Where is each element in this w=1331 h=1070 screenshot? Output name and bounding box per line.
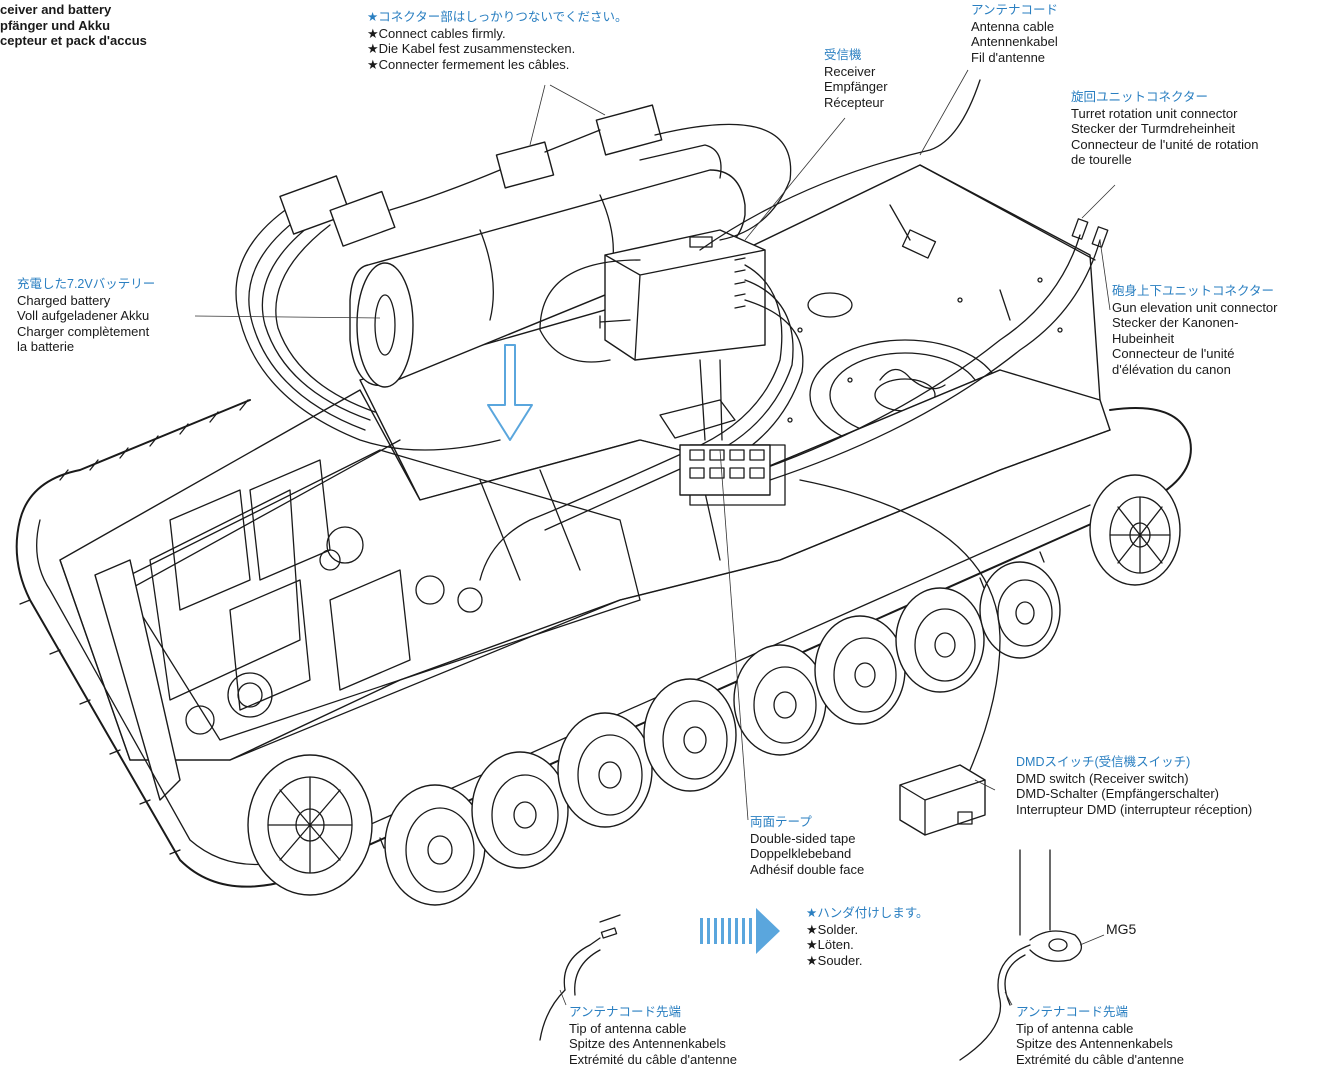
tape-label: 両面テープ Double-sided tape Doppelklebeband … bbox=[750, 815, 864, 877]
header-line-1: ceiver and battery bbox=[0, 2, 112, 17]
gun-connector-de1: Stecker der Kanonen- bbox=[1112, 315, 1239, 330]
battery-label-fr2: la batterie bbox=[17, 339, 75, 354]
dmd-switch-de: DMD-Schalter (Empfängerschalter) bbox=[1016, 786, 1220, 801]
battery-pack bbox=[349, 144, 746, 388]
dmd-switch-jp: DMDスイッチ(受信機スイッチ) bbox=[1016, 755, 1191, 769]
antenna-tip-left-jp: アンテナコード先端 bbox=[569, 1005, 682, 1019]
road-wheels bbox=[247, 474, 1181, 906]
connect-note-en: ★Connect cables firmly. bbox=[367, 25, 506, 41]
connect-cables-note: ★コネクター部はしっかりつないでください。 ★Connect cables fi… bbox=[367, 10, 627, 72]
antenna-cable-label-fr: Fil d'antenne bbox=[971, 49, 1046, 65]
solder-note-en: ★Solder. bbox=[806, 921, 859, 937]
turret-connector-fr2: de tourelle bbox=[1071, 152, 1132, 167]
turret-connector-en: Turret rotation unit connector bbox=[1071, 105, 1238, 121]
leader-lines bbox=[194, 69, 1116, 1006]
gun-connector-fr1: Connecteur de l'unité bbox=[1112, 346, 1235, 361]
gun-connector-jp: 砲身上下ユニットコネクター bbox=[1112, 284, 1275, 298]
solder-note-de: ★Löten. bbox=[806, 937, 854, 952]
receiver-label-fr: Récepteur bbox=[824, 94, 884, 110]
receiver-battery-header: ceiver and battery pfänger und Akku cept… bbox=[0, 2, 147, 49]
solder-inset bbox=[539, 849, 1105, 1061]
header-line-2: pfänger und Akku bbox=[0, 17, 111, 33]
receiver-label-de: Empfänger bbox=[824, 79, 888, 94]
antenna-tip-right-jp: アンテナコード先端 bbox=[1016, 1005, 1129, 1019]
antenna-tip-left-fr: Extrémité du câble d'antenne bbox=[569, 1051, 737, 1067]
battery-label-jp: 充電した7.2Vバッテリー bbox=[17, 277, 156, 291]
antenna-cable-label-jp: アンテナコード bbox=[971, 3, 1059, 17]
antenna-cable-label-de: Antennenkabel bbox=[971, 34, 1058, 49]
gun-connector-de2: Hubeinheit bbox=[1112, 330, 1175, 346]
tape-label-de: Doppelklebeband bbox=[750, 846, 852, 861]
antenna-tip-left-de: Spitze des Antennenkabels bbox=[569, 1036, 726, 1051]
connect-note-de: ★Die Kabel fest zusammenstecken. bbox=[367, 41, 576, 56]
mg5-label: MG5 bbox=[1106, 921, 1137, 937]
turret-connector-label: 旋回ユニットコネクター Turret rotation unit connect… bbox=[1071, 90, 1259, 168]
dmd-switch-fr: Interrupteur DMD (interrupteur réception… bbox=[1016, 801, 1253, 817]
connect-note-jp: ★コネクター部はしっかりつないでください。 bbox=[367, 10, 628, 24]
antenna-tip-left-label: アンテナコード先端 Tip of antenna cable Spitze de… bbox=[569, 1005, 737, 1067]
dmd-switch bbox=[899, 764, 986, 836]
solder-note: ★ハンダ付けします。 ★Solder. ★Löten. ★Souder. bbox=[806, 906, 928, 968]
antenna-tip-left-en: Tip of antenna cable bbox=[569, 1020, 687, 1036]
gun-connector-en: Gun elevation unit connector bbox=[1112, 299, 1278, 315]
gun-connector-label: 砲身上下ユニットコネクター Gun elevation unit connect… bbox=[1112, 284, 1278, 377]
battery-label-fr1: Charger complètement bbox=[17, 323, 150, 339]
battery-label-en: Charged battery bbox=[17, 292, 111, 308]
turret-connector-jp: 旋回ユニットコネクター bbox=[1071, 90, 1209, 104]
tape-and-terminals bbox=[659, 399, 771, 496]
receiver-label: 受信機 Receiver Empfänger Récepteur bbox=[824, 48, 888, 110]
tape-label-jp: 両面テープ bbox=[750, 815, 812, 829]
antenna-tip-right-label: アンテナコード先端 Tip of antenna cable Spitze de… bbox=[1016, 1005, 1184, 1067]
header-line-3: cepteur et pack d'accus bbox=[0, 33, 147, 48]
receiver-label-en: Receiver bbox=[824, 63, 876, 79]
solder-note-fr: ★Souder. bbox=[806, 952, 863, 968]
gun-connector-fr2: d'élévation du canon bbox=[1112, 361, 1231, 377]
battery-label-de: Voll aufgeladener Akku bbox=[17, 308, 150, 323]
antenna-tip-right-en: Tip of antenna cable bbox=[1016, 1020, 1134, 1036]
receiver-box bbox=[599, 229, 766, 361]
dmd-switch-en: DMD switch (Receiver switch) bbox=[1016, 770, 1189, 786]
hull-sides bbox=[59, 369, 1111, 801]
antenna-cable-label: アンテナコード Antenna cable Antennenkabel Fil … bbox=[971, 3, 1058, 65]
antenna-cable-label-en: Antenna cable bbox=[971, 18, 1055, 34]
install-arrow bbox=[487, 344, 533, 441]
receiver-label-jp: 受信機 bbox=[824, 48, 862, 62]
antenna-tip-right-de: Spitze des Antennenkabels bbox=[1016, 1036, 1173, 1051]
antenna-tip-right-fr: Extrémité du câble d'antenne bbox=[1016, 1051, 1184, 1067]
battery-label: 充電した7.2Vバッテリー Charged battery Voll aufge… bbox=[17, 277, 155, 355]
solder-note-jp: ★ハンダ付けします。 bbox=[806, 906, 929, 920]
connect-note-fr: ★Connecter fermement les câbles. bbox=[367, 56, 570, 72]
tape-label-fr: Adhésif double face bbox=[750, 861, 865, 877]
turret-connector-de: Stecker der Turmdreheinheit bbox=[1071, 121, 1236, 136]
turret-connector-fr1: Connecteur de l'unité de rotation bbox=[1071, 136, 1259, 152]
dmd-switch-label: DMDスイッチ(受信機スイッチ) DMD switch (Receiver sw… bbox=[1016, 755, 1252, 817]
tape-label-en: Double-sided tape bbox=[750, 830, 856, 846]
